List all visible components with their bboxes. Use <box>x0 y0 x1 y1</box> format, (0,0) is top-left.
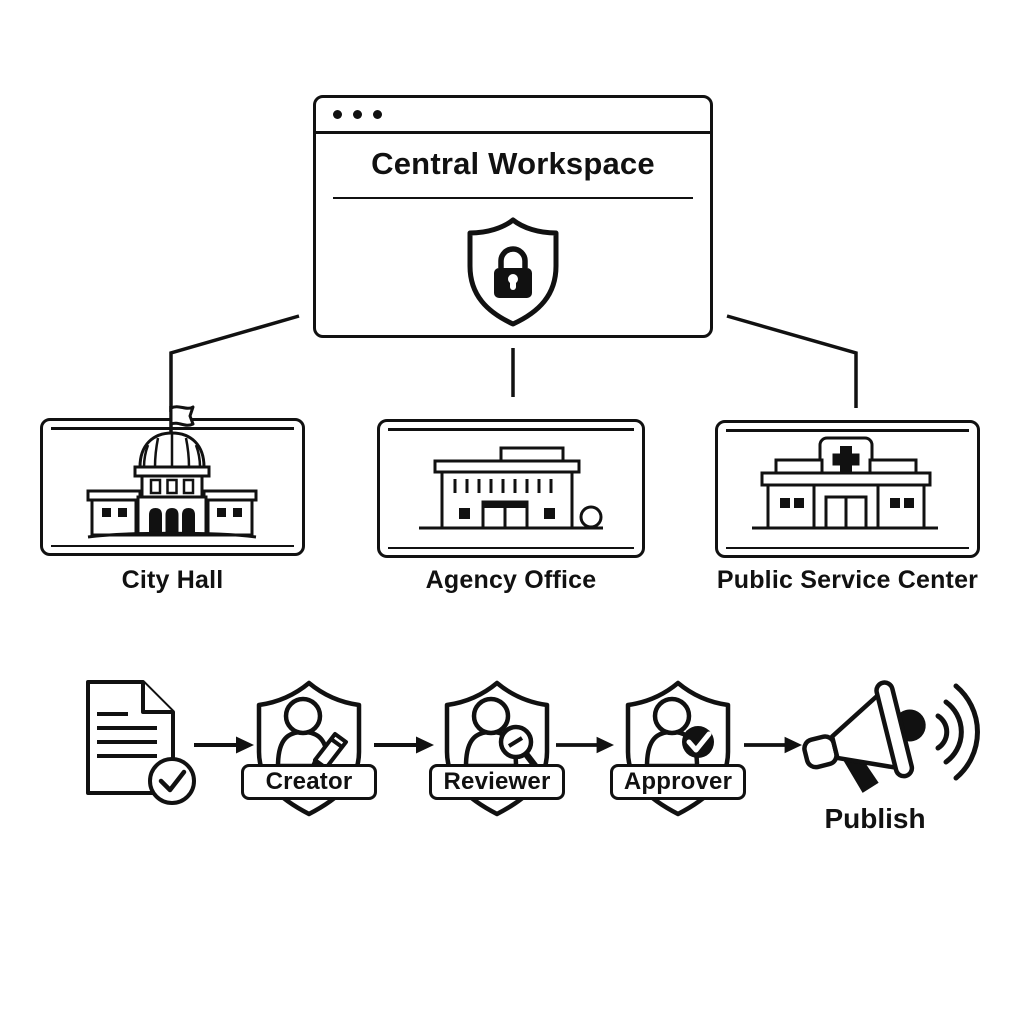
creator-label: Creator <box>241 764 377 800</box>
arrow-right-icon <box>556 736 614 754</box>
publish-label: Publish <box>824 803 926 834</box>
agency-office-building-icon <box>419 446 603 530</box>
person-magnifier-badge-icon <box>444 680 550 817</box>
shield-lock-icon <box>467 217 559 327</box>
title-underline <box>333 197 693 199</box>
window-title: Central Workspace <box>371 146 655 181</box>
window-titlebar <box>316 98 710 134</box>
megaphone-icon <box>802 680 980 793</box>
creator-badge: Creator <box>241 678 377 828</box>
reviewer-label: Reviewer <box>429 764 565 800</box>
public-service-center-label: Public Service Center <box>716 566 979 594</box>
reviewer-badge: Reviewer <box>429 678 565 828</box>
central-workspace-window: Central Workspace <box>313 95 713 338</box>
arrow-right-icon <box>744 736 802 754</box>
agency-office-label: Agency Office <box>425 566 597 594</box>
person-check-badge-icon <box>625 680 731 817</box>
public-service-center-building-icon <box>752 436 938 530</box>
window-dot <box>353 110 362 119</box>
document-check-icon <box>86 680 196 805</box>
window-dot <box>333 110 342 119</box>
approver-badge: Approver <box>610 678 746 828</box>
city-hall-building-icon <box>86 405 258 539</box>
arrow-right-icon <box>374 736 434 754</box>
city-hall-label: City Hall <box>121 566 224 594</box>
person-pencil-badge-icon <box>256 680 362 817</box>
approver-label: Approver <box>610 764 746 800</box>
window-dot <box>373 110 382 119</box>
arrow-right-icon <box>194 736 254 754</box>
